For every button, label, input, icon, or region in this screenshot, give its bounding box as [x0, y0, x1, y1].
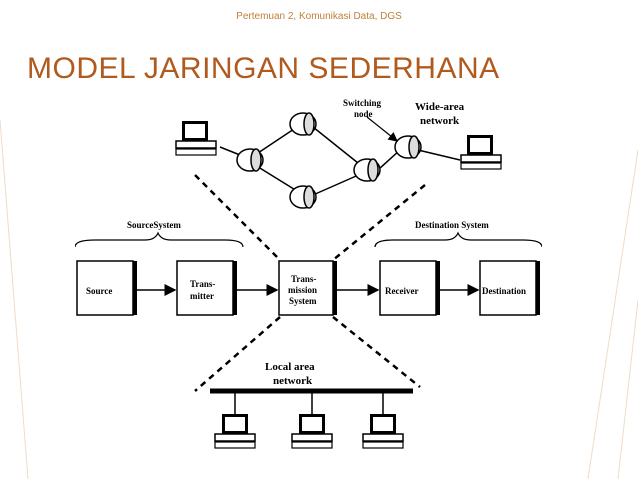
wan-links: [219, 126, 461, 196]
header-note: Pertemuan 2, Komunikasi Data, DGS: [236, 11, 402, 22]
lan-label-1: Local area: [265, 361, 315, 373]
switching-node-icon: [236, 148, 264, 172]
switching-nodes: [236, 112, 422, 209]
lan-computer-3-icon: [362, 414, 404, 449]
svg-text:mitter: mitter: [190, 291, 214, 301]
svg-text:mission: mission: [288, 285, 317, 295]
box-destination: Destination: [479, 260, 540, 316]
switching-node-icon: [289, 185, 317, 209]
switching-node-icon: [353, 158, 381, 182]
box-transmission-system: Trans- mission System: [278, 260, 337, 316]
switching-node-label-2: node: [354, 109, 373, 119]
switching-node-icon: [394, 135, 422, 159]
box-source: Source: [76, 260, 137, 316]
lan-drops: [234, 393, 384, 417]
source-system-brace: [74, 231, 244, 248]
box-transmitter: Trans- mitter: [176, 260, 237, 316]
lan-label-2: network: [273, 375, 313, 387]
lan-computer-1-icon: [214, 414, 256, 449]
dashed-boundaries: [194, 174, 426, 392]
switching-node-pointer: [366, 116, 398, 142]
wan-computer-right-icon: [460, 135, 502, 170]
destination-system-brace: [374, 231, 543, 248]
svg-text:Trans-: Trans-: [190, 279, 215, 289]
svg-text:System: System: [289, 296, 317, 306]
right-decoration: [587, 149, 638, 479]
svg-text:Trans-: Trans-: [291, 274, 316, 284]
box-receiver: Receiver: [379, 260, 440, 316]
lan-computer-2-icon: [291, 414, 333, 449]
network-diagram-svg: Switching node Wide-area network SourceS…: [74, 98, 543, 449]
switching-node-icon: [289, 112, 317, 136]
slide-title: MODEL JARINGAN SEDERHANA: [27, 52, 500, 85]
switching-node-label-1: Switching: [343, 98, 382, 108]
network-model-diagram: Switching node Wide-area network SourceS…: [74, 95, 543, 453]
svg-text:Source: Source: [86, 286, 112, 296]
wan-label-2: network: [420, 115, 460, 127]
wan-label-1: Wide-area: [415, 101, 465, 113]
source-system-label: SourceSystem: [127, 220, 181, 230]
destination-system-label: Destination System: [415, 220, 489, 230]
wan-computer-left-icon: [175, 121, 217, 156]
svg-text:Destination: Destination: [482, 286, 526, 296]
left-decoration: [0, 119, 29, 479]
svg-text:Receiver: Receiver: [385, 286, 418, 296]
